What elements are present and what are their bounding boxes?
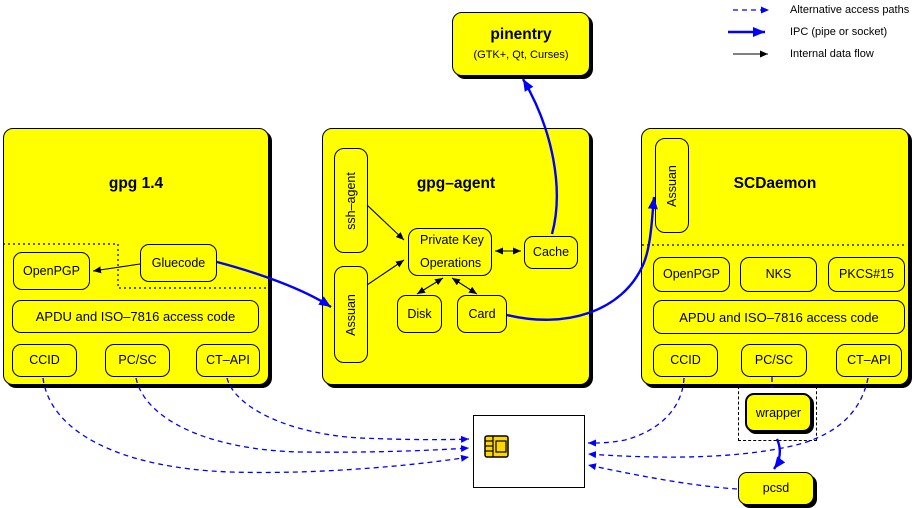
gpg14-gluecode-box: Gluecode (140, 244, 217, 282)
scdaemon-apdu-box: APDU and ISO–7816 access code (653, 300, 905, 334)
pko-line2: Operations (420, 256, 482, 270)
legend-label-internal: Internal data flow (790, 48, 874, 60)
pinentry-subtitle: (GTK+, Qt, Curses) (473, 49, 569, 61)
scdaemon-pcsc-box: PC/SC (741, 344, 807, 377)
card-box: Card (457, 295, 507, 333)
scdaemon-nks-box: NKS (740, 257, 817, 292)
gpg14-apdu-box: APDU and ISO–7816 access code (12, 300, 259, 333)
scdaemon-openpgp-box: OpenPGP (653, 257, 730, 292)
gpg14-pcsc-box: PC/SC (105, 344, 170, 377)
gpg14-gluecode-label: Gluecode (151, 255, 206, 270)
scdaemon-pkcs15-box: PKCS#15 (828, 257, 905, 292)
private-key-operations-box: Private Key Operations (408, 228, 492, 276)
scdaemon-assuan-box: Assuan (655, 138, 689, 233)
pko-line1: Private Key (420, 233, 484, 247)
pinentry-module: pinentry (GTK+, Qt, Curses) (452, 12, 590, 76)
dashed-gpg14-pcsc-card (135, 377, 470, 453)
ssh-agent-label: ssh–agent (344, 171, 358, 230)
gpg-agent-title: gpg–agent (416, 175, 496, 192)
gpg-agent-assuan-box: Assuan (334, 266, 368, 363)
wrapper-box: wrapper (745, 393, 812, 432)
gpg14-title: gpg 1.4 (108, 175, 164, 192)
gpg14-openpgp-label: OpenPGP (23, 263, 80, 278)
wrapper-label: wrapper (755, 405, 802, 420)
scdaemon-pkcs15-label: PKCS#15 (839, 267, 894, 282)
gpg14-openpgp-box: OpenPGP (13, 252, 90, 290)
cache-box: Cache (524, 236, 578, 269)
scdaemon-ccid-box: CCID (653, 344, 718, 377)
dashed-gpg14-ctapi-card (226, 377, 470, 443)
scdaemon-ctapi-label: CT–API (847, 353, 891, 368)
gpg14-ctapi-box: CT–API (196, 344, 260, 377)
gpg14-ctapi-label: CT–API (206, 353, 250, 368)
gpg-agent-ssh-agent-box: ssh–agent (334, 148, 368, 253)
disk-label: Disk (407, 306, 432, 321)
gpg14-ccid-label: CCID (29, 353, 60, 368)
arrow-wrapper-pcsd (773, 438, 786, 470)
gpg14-ccid-box: CCID (12, 344, 77, 377)
smartcard (473, 415, 585, 488)
dashed-gpg14-ccid-card (42, 377, 470, 474)
scdaemon-pcsc-label: PC/SC (754, 353, 794, 368)
scdaemon-ctapi-box: CT–API (836, 344, 902, 377)
pinentry-title: pinentry (490, 26, 552, 43)
gpg-agent-assuan-label: Assuan (344, 293, 359, 336)
legend-label-ipc: IPC (pipe or socket) (790, 26, 888, 38)
scdaemon-nks-label: NKS (765, 267, 792, 282)
scdaemon-assuan-label: Assuan (665, 164, 680, 207)
pcsd-box: pcsd (738, 472, 814, 505)
dashed-pcsd-card (587, 463, 738, 490)
disk-box: Disk (397, 295, 442, 333)
gpg14-pcsc-label: PC/SC (118, 353, 157, 368)
legend-label-alternative: Alternative access paths (790, 4, 910, 16)
scdaemon-apdu-label: APDU and ISO–7816 access code (679, 309, 879, 325)
scdaemon-title: SCDaemon (733, 175, 817, 192)
dashed-scdaemon-ccid-card (587, 377, 685, 447)
gpg14-apdu-label: APDU and ISO–7816 access code (35, 309, 236, 324)
cache-label: Cache (532, 245, 570, 260)
scdaemon-ccid-label: CCID (670, 353, 701, 368)
scdaemon-openpgp-label: OpenPGP (663, 267, 720, 282)
card-label: Card (468, 306, 496, 321)
dashed-scdaemon-ctapi-card (587, 377, 869, 459)
pcsd-label: pcsd (762, 481, 790, 496)
